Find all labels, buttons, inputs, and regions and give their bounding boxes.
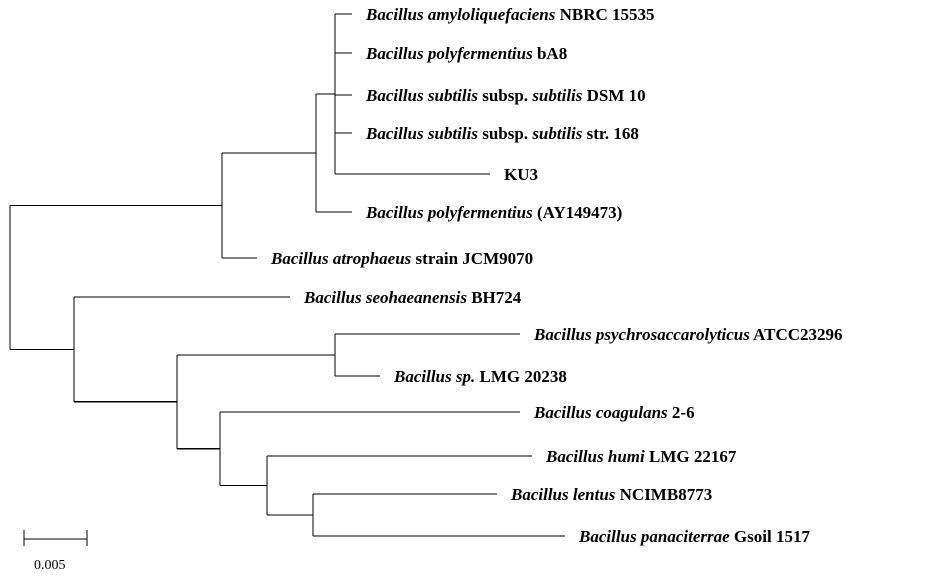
taxon-label-t5: KU3	[504, 165, 538, 184]
taxon-italic-part: subtilis	[531, 124, 582, 143]
taxon-italic-part: Bacillus amyloliquefaciens	[365, 5, 556, 24]
taxon-plain-part: ATCC23296	[750, 325, 843, 344]
taxon-italic-part: Bacillus subtilis	[365, 124, 478, 143]
taxon-italic-part: Bacillus atrophaeus	[270, 249, 412, 268]
taxon-label-t8: Bacillus seohaeanensis BH724	[303, 288, 522, 307]
taxon-label-t10: Bacillus sp. LMG 20238	[393, 367, 567, 386]
taxon-plain-part: BH724	[467, 288, 522, 307]
taxon-label-t1: Bacillus amyloliquefaciens NBRC 15535	[365, 5, 655, 24]
taxon-label-t14: Bacillus panaciterrae Gsoil 1517	[578, 527, 810, 546]
taxon-italic-part: Bacillus polyfermentius	[365, 203, 533, 222]
taxon-plain-part: subsp.	[478, 124, 532, 143]
taxon-plain-part: LMG 22167	[645, 447, 737, 466]
taxon-italic-part: Bacillus humi	[545, 447, 645, 466]
taxon-plain-part: KU3	[504, 165, 538, 184]
taxon-plain-part: 2-6	[668, 403, 695, 422]
taxon-plain-part: LMG 20238	[475, 367, 567, 386]
taxon-plain-part: NCIMB8773	[615, 485, 712, 504]
tree-branches	[9, 13, 565, 537]
taxon-italic-part: Bacillus sp.	[393, 367, 475, 386]
taxon-italic-part: subtilis	[531, 86, 582, 105]
taxon-label-t9: Bacillus psychrosaccarolyticus ATCC23296	[533, 325, 843, 344]
taxon-plain-part: Gsoil 1517	[730, 527, 811, 546]
taxon-plain-part: DSM 10	[582, 86, 645, 105]
taxon-plain-part: strain JCM9070	[411, 249, 533, 268]
taxon-label-t4: Bacillus subtilis subsp. subtilis str. 1…	[365, 124, 639, 143]
taxon-label-t2: Bacillus polyfermentius bA8	[365, 44, 567, 63]
taxon-label-t11: Bacillus coagulans 2-6	[533, 403, 695, 422]
taxon-plain-part: subsp.	[478, 86, 532, 105]
taxon-label-t6: Bacillus polyfermentius (AY149473)	[365, 203, 622, 222]
taxon-plain-part: NBRC 15535	[555, 5, 654, 24]
taxon-plain-part: (AY149473)	[533, 203, 623, 222]
taxon-italic-part: Bacillus subtilis	[365, 86, 478, 105]
taxon-label-t12: Bacillus humi LMG 22167	[545, 447, 737, 466]
taxon-italic-part: Bacillus lentus	[510, 485, 616, 504]
taxon-italic-part: Bacillus coagulans	[533, 403, 668, 422]
taxon-plain-part: bA8	[533, 44, 567, 63]
taxon-italic-part: Bacillus psychrosaccarolyticus	[533, 325, 750, 344]
taxon-italic-part: Bacillus panaciterrae	[578, 527, 730, 546]
taxon-label-t7: Bacillus atrophaeus strain JCM9070	[270, 249, 533, 268]
taxon-label-t3: Bacillus subtilis subsp. subtilis DSM 10	[365, 86, 646, 105]
taxon-italic-part: Bacillus polyfermentius	[365, 44, 533, 63]
taxon-plain-part: str. 168	[582, 124, 639, 143]
taxon-italic-part: Bacillus seohaeanensis	[303, 288, 467, 307]
scale-bar: 0.005	[23, 530, 88, 573]
taxon-label-t13: Bacillus lentus NCIMB8773	[510, 485, 712, 504]
taxon-labels: Bacillus amyloliquefaciens NBRC 15535Bac…	[270, 5, 843, 546]
scale-bar-label: 0.005	[34, 558, 66, 573]
